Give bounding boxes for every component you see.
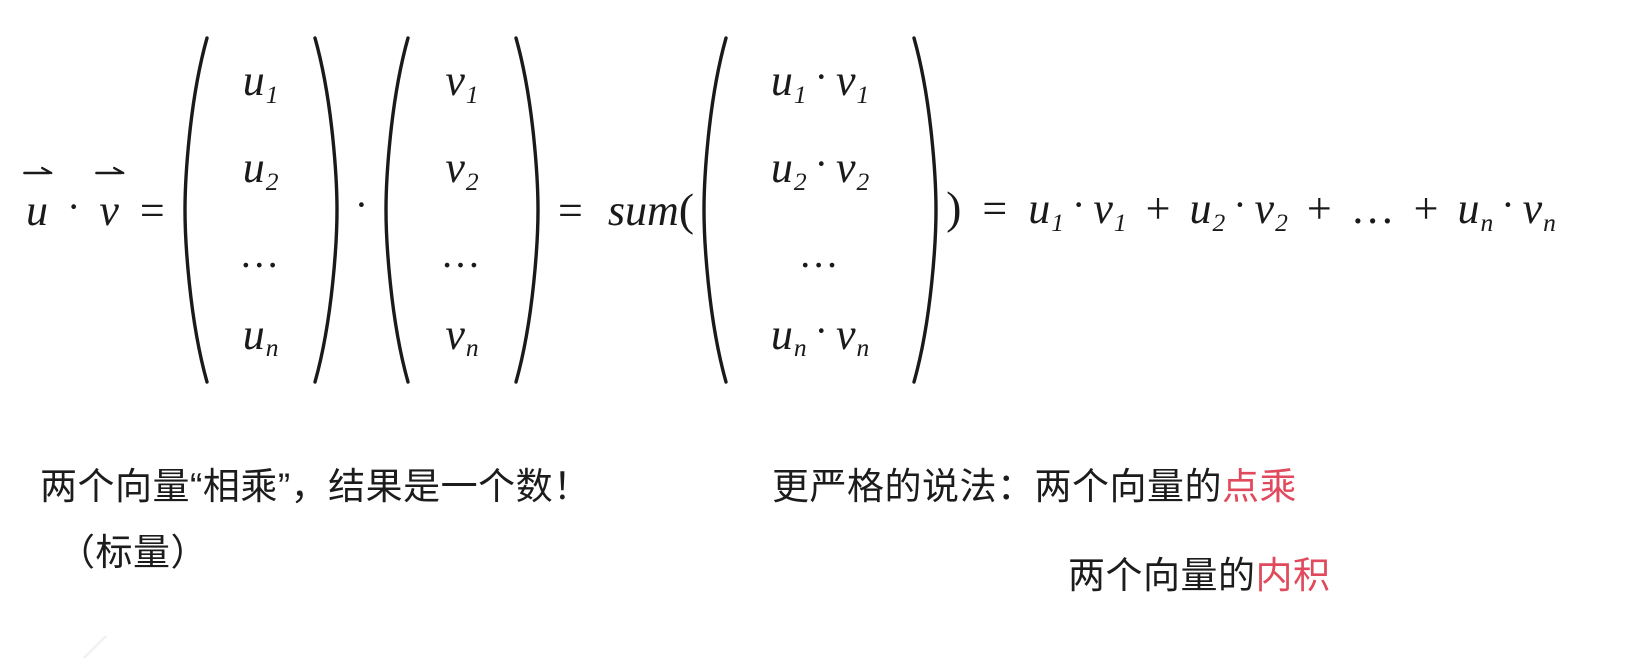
term-2: u2·v2 <box>1189 181 1288 237</box>
plus-sign-1: + <box>1145 183 1171 233</box>
column-vector-u-cells: u1 u2 … un <box>211 32 311 388</box>
sum-function: = sum( <box>548 187 694 233</box>
vector-arrow-icon <box>23 165 53 177</box>
plus-sign-3: + <box>1413 183 1439 233</box>
equals-sign-3: = <box>982 183 1008 233</box>
column-vector-u: u1 u2 … un <box>177 32 345 388</box>
vector-v: v <box>95 166 125 235</box>
cell: u1·v1 <box>770 54 870 109</box>
caption-right-line-2: 两个向量的内积 <box>1068 545 1331 599</box>
term-n: un·vn <box>1457 181 1556 237</box>
plus-sign-2: + <box>1306 183 1332 233</box>
sum-open-paren: ( <box>678 184 695 235</box>
sum-label: sum <box>607 186 679 235</box>
cell: vn <box>445 309 479 363</box>
cell: u2·v2 <box>770 141 870 196</box>
right-paren-icon <box>311 32 345 388</box>
cell: v1 <box>445 56 479 109</box>
lhs-expression: u · v = <box>23 166 175 235</box>
right-paren-icon <box>512 32 546 388</box>
lhs-dot-operator: · <box>67 184 81 229</box>
caption-right-line-2-prefix: 两个向量的 <box>1068 555 1256 596</box>
cell: v2 <box>445 143 479 196</box>
equals-sign-2: = <box>558 186 583 235</box>
right-paren-icon <box>910 32 944 388</box>
column-vector-v: v1 v2 … vn <box>378 32 546 388</box>
cell: u1 <box>242 56 279 109</box>
cell: un·vn <box>770 307 870 363</box>
cell-ellipsis: … <box>239 230 283 276</box>
matrix-dot-operator: · <box>354 182 369 227</box>
vector-u: u <box>23 166 53 235</box>
equals-sign-1: = <box>139 186 165 235</box>
column-vector-v-cells: v1 v2 … vn <box>412 32 512 388</box>
caption-right-line-1-prefix: 更严格的说法：两个向量的 <box>772 466 1222 507</box>
left-paren-icon <box>696 32 730 388</box>
cell-ellipsis: … <box>440 230 484 276</box>
column-vector-products: u1·v1 u2·v2 … un·vn <box>696 32 944 388</box>
vector-arrow-icon <box>95 165 125 177</box>
caption-left-line-1: 两个向量“相乘”，结果是一个数！ <box>40 466 591 507</box>
sum-close-paren: ) <box>946 181 962 233</box>
scan-artifact <box>82 636 108 658</box>
rhs-expansion: ) = u1·v1 + u2·v2 + … + un·vn <box>946 181 1556 237</box>
left-paren-icon <box>378 32 412 388</box>
vector-v-label: v <box>99 186 119 235</box>
caption-right-line-1: 更严格的说法：两个向量的点乘 <box>772 456 1297 510</box>
equation-row: u · v = u1 u2 … un <box>23 32 1556 388</box>
cell: u2 <box>242 143 279 196</box>
caption-left-line-2: （标量） <box>58 532 208 573</box>
caption-right-line-1-highlight: 点乘 <box>1222 466 1297 507</box>
left-paren-icon <box>177 32 211 388</box>
cell-ellipsis: … <box>798 230 842 276</box>
caption-right-line-2-highlight: 内积 <box>1255 555 1331 596</box>
column-vector-products-cells: u1·v1 u2·v2 … un·vn <box>730 32 910 388</box>
term-1: u1·v1 <box>1028 181 1127 237</box>
expansion-ellipsis: … <box>1350 183 1395 233</box>
vector-u-label: u <box>26 186 48 235</box>
cell: un <box>242 309 279 363</box>
